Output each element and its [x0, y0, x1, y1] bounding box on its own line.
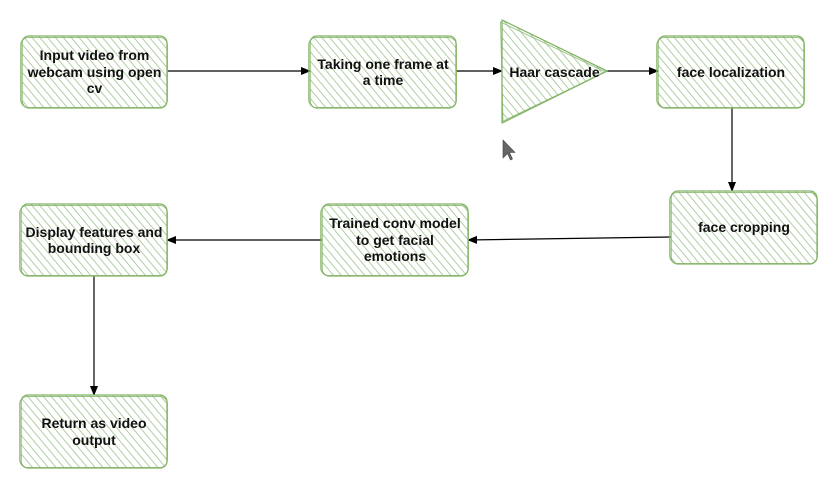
node-return-output-shape: [19, 394, 168, 469]
node-face-localization-shape: [656, 35, 805, 109]
node-return-output-label: Return as video output: [41, 415, 147, 448]
node-face-cropping-shape: [669, 190, 818, 265]
node-input-video-label: Input video from webcam using open cv: [27, 47, 162, 97]
node-trained-model-label: Trained conv model to get facial emotion…: [329, 215, 461, 265]
node-display-features-shape: [19, 203, 168, 277]
node-haar-shape: [500, 19, 608, 124]
node-display-features-label: Display features and bounding box: [25, 223, 163, 257]
node-input-video[interactable]: Input video from webcam using open cv: [22, 36, 167, 108]
node-face-cropping-label: face cropping: [698, 219, 790, 236]
node-one-frame-label: Taking one frame at a time: [317, 55, 449, 89]
node-input-video-shape: [20, 35, 168, 109]
node-face-localization-label: face localization: [676, 63, 786, 80]
node-haar-cascade[interactable]: Haar cascade: [502, 36, 607, 108]
node-trained-model-shape: [320, 203, 469, 277]
node-face-localization[interactable]: face localization: [658, 36, 804, 108]
edges: [90, 67, 736, 396]
node-display-features[interactable]: Display features and bounding box: [21, 204, 167, 276]
node-face-cropping[interactable]: face cropping: [671, 191, 817, 264]
node-haar-cascade-label: Haar cascade: [509, 63, 600, 80]
node-one-frame-shape: [308, 35, 457, 109]
node-return-output[interactable]: Return as video output: [21, 395, 167, 468]
mouse-pointer-icon: [502, 139, 516, 161]
node-trained-model[interactable]: Trained conv model to get facial emotion…: [322, 204, 468, 276]
node-one-frame[interactable]: Taking one frame at a time: [310, 36, 456, 108]
edge-cropping-to-model: [467, 235, 672, 244]
